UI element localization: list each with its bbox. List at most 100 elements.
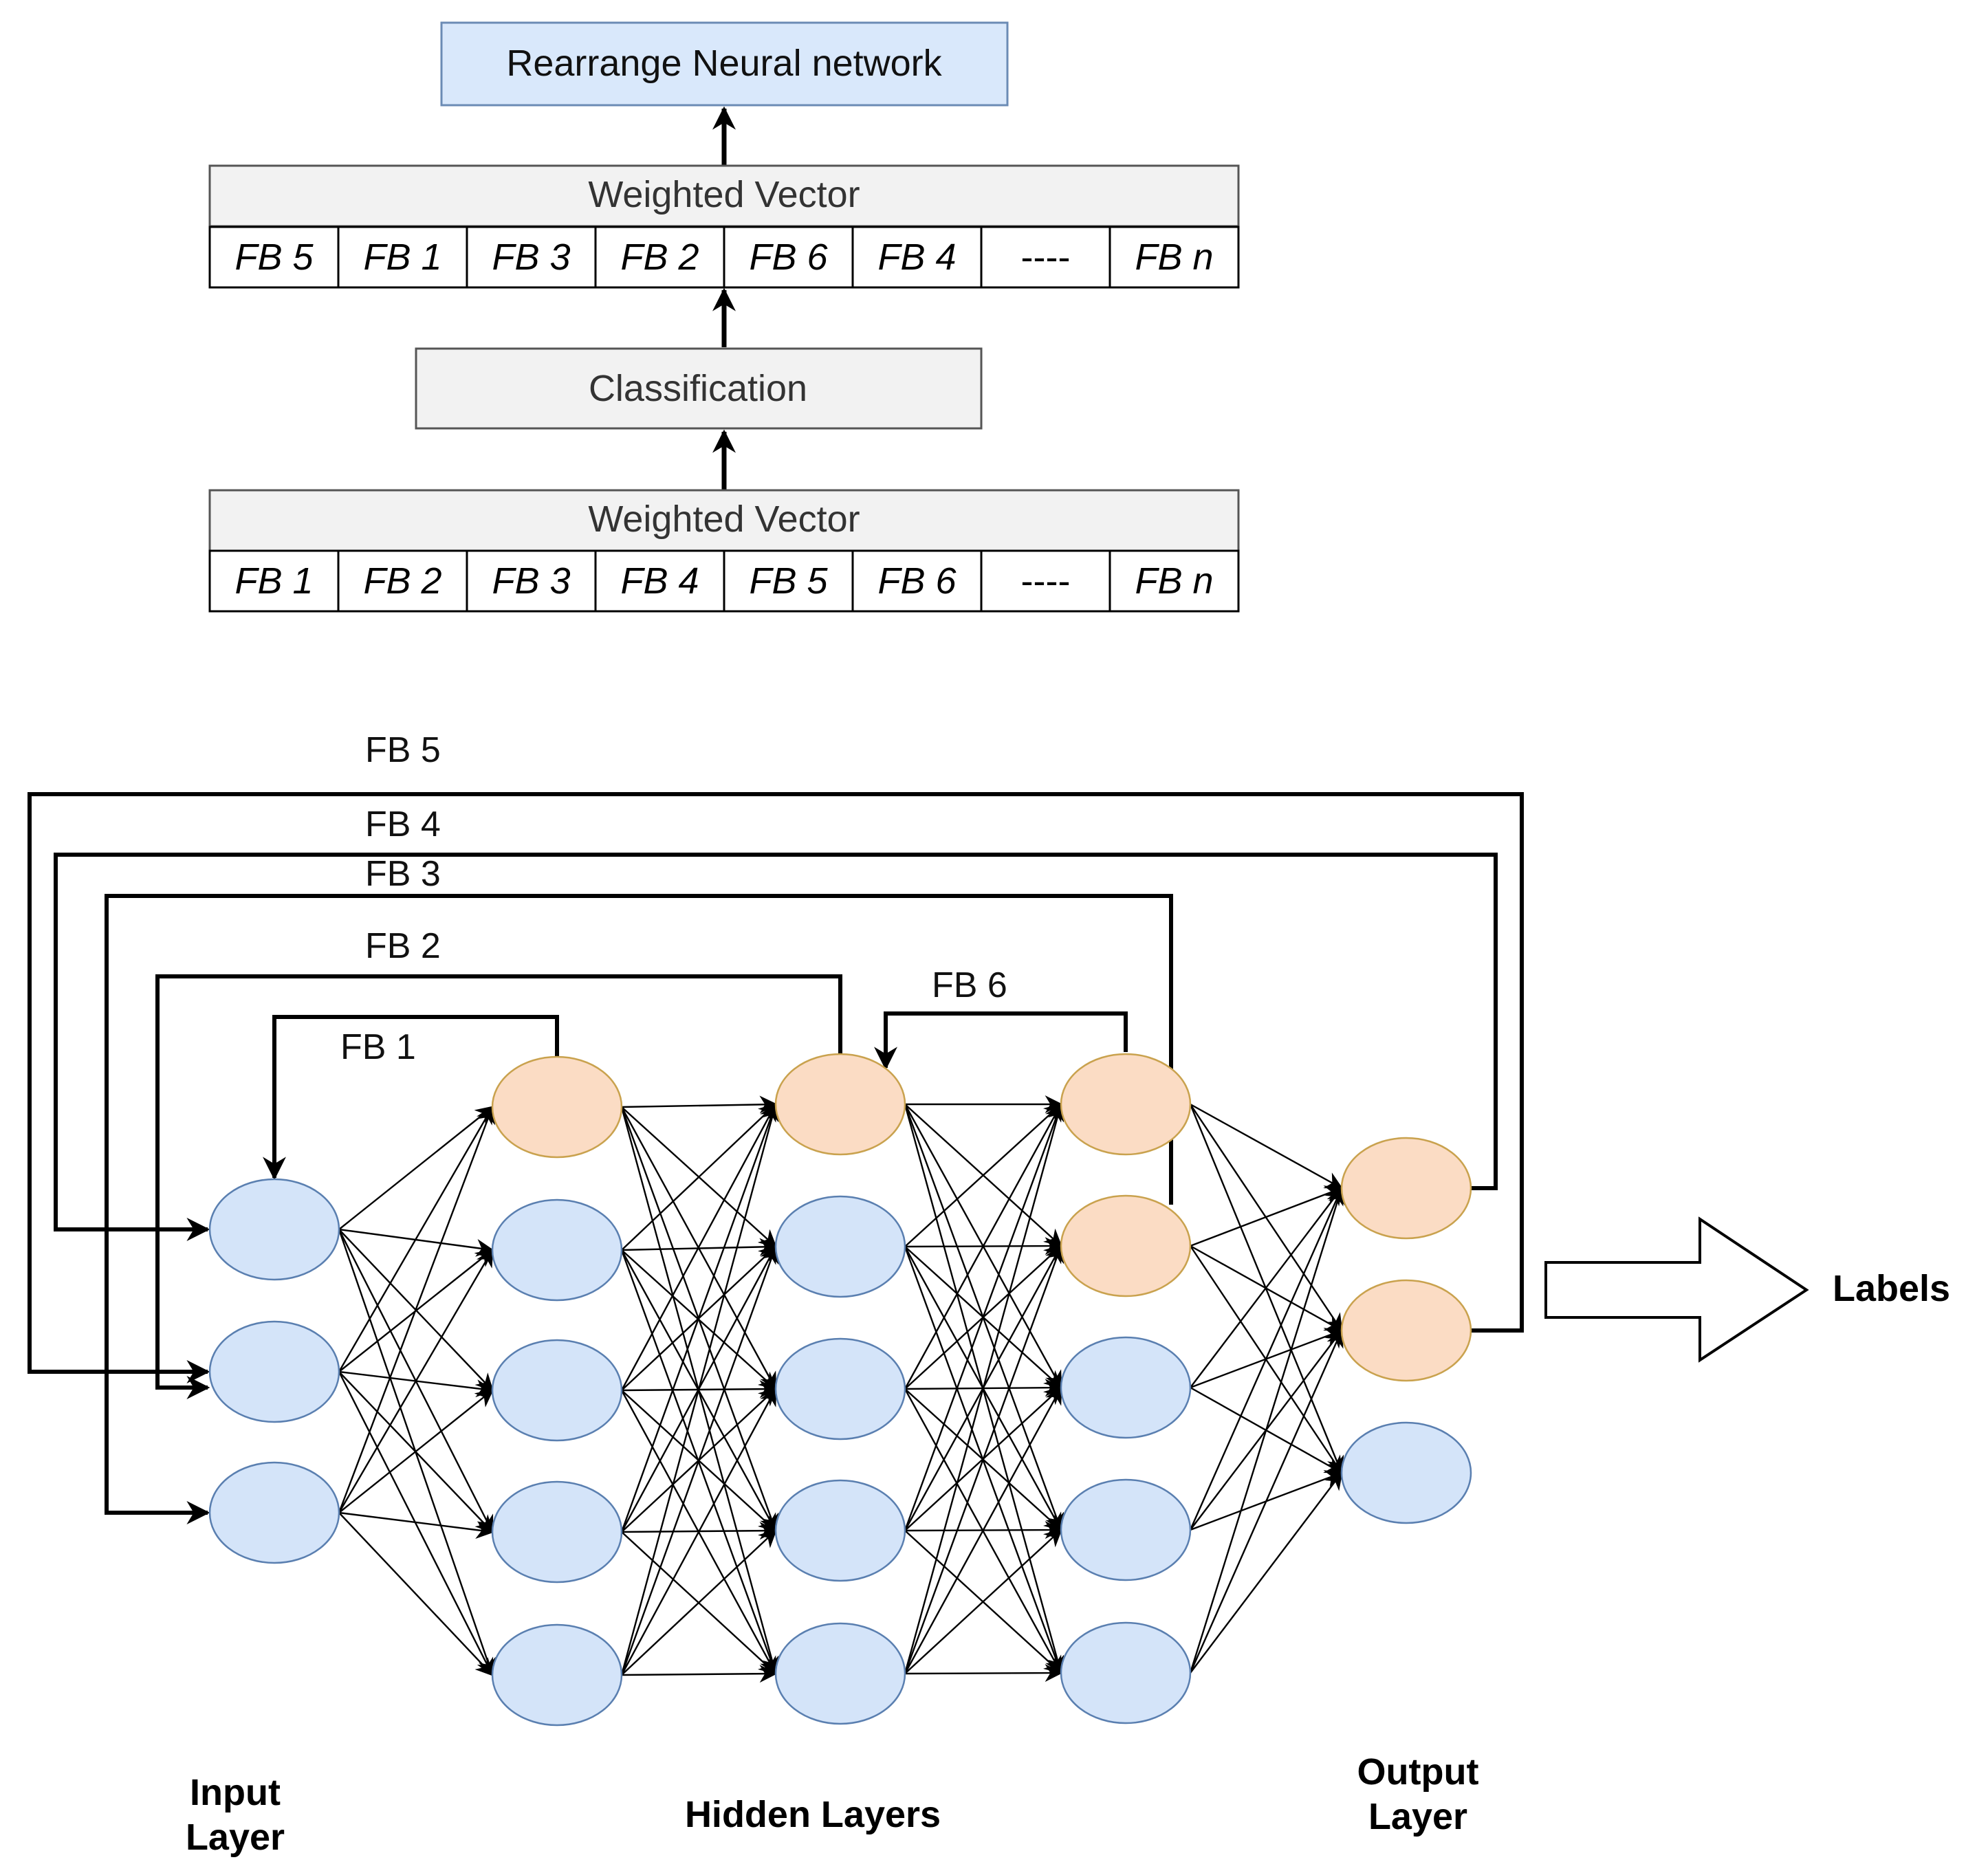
feedback-line-fb3 bbox=[105, 894, 1173, 1524]
feedback-labels: FB 5 FB 4 FB 3 FB 2 FB 1 FB 6 bbox=[340, 730, 1007, 1067]
connection-line bbox=[338, 1389, 494, 1513]
hidden-layers-label: Hidden Layers bbox=[685, 1794, 941, 1835]
hidden3-node-5 bbox=[1060, 1621, 1192, 1724]
connection-line bbox=[338, 1512, 494, 1676]
lower-vector-title: Weighted Vector bbox=[588, 499, 860, 540]
input-node-1 bbox=[208, 1178, 340, 1281]
feedback-label-fb1: FB 1 bbox=[340, 1027, 416, 1067]
feedback-line-fb2 bbox=[155, 974, 842, 1399]
upper-vector-cell-label: FB 2 bbox=[620, 237, 699, 278]
lower-vector-cell-label: FB 3 bbox=[492, 560, 570, 602]
lower-vector-cell bbox=[208, 549, 340, 613]
connection-line bbox=[1190, 1185, 1344, 1247]
feedback-loops bbox=[28, 792, 1524, 1524]
connection-line bbox=[621, 1103, 777, 1251]
upper-vector-cell bbox=[1108, 226, 1240, 289]
upper-vector-cell-label: FB n bbox=[1135, 237, 1213, 278]
lower-vector-cell-label: FB 2 bbox=[363, 560, 441, 602]
connection-line bbox=[338, 1105, 494, 1372]
upper-vector-cell bbox=[208, 226, 340, 289]
hidden2-node-5 bbox=[774, 1622, 906, 1725]
connection-line bbox=[1189, 1328, 1344, 1674]
connection-line bbox=[904, 1385, 1062, 1674]
connection-line bbox=[904, 1103, 1062, 1247]
connection-line bbox=[904, 1102, 1066, 1674]
upper-vector-cell-label: FB 1 bbox=[363, 237, 441, 278]
feedback-line-fb6 bbox=[874, 1011, 1128, 1071]
connection-line bbox=[1190, 1186, 1343, 1388]
connection-line bbox=[621, 1529, 777, 1676]
hidden3-node-3 bbox=[1060, 1336, 1192, 1439]
upper-vector-cell-label: ---- bbox=[1021, 237, 1071, 278]
feedback-line-fb5 bbox=[28, 792, 1524, 1383]
lower-vector-cell-label: ---- bbox=[1021, 560, 1071, 602]
output-layer-label-line1: Output bbox=[1357, 1751, 1479, 1793]
lower-vector-cell bbox=[723, 549, 854, 613]
lower-vector-cell-label: FB n bbox=[1135, 560, 1213, 602]
feedback-label-fb2: FB 2 bbox=[365, 926, 441, 966]
connection-line bbox=[621, 1095, 778, 1114]
hidden1-node-5 bbox=[491, 1623, 623, 1727]
hidden1-node-4 bbox=[491, 1480, 623, 1584]
connection-line bbox=[620, 1102, 777, 1391]
upper-vector-cell-label: FB 6 bbox=[749, 237, 828, 278]
connection-line bbox=[338, 1248, 494, 1513]
connection-line bbox=[338, 1106, 494, 1230]
lower-vector-cell-label: FB 6 bbox=[877, 560, 957, 602]
upper-vector-title-box bbox=[208, 164, 1240, 228]
connection-line bbox=[904, 1244, 1064, 1674]
feedback-label-fb4: FB 4 bbox=[365, 804, 441, 844]
rearrange-box bbox=[440, 21, 1009, 107]
lower-vector-cell-label: FB 4 bbox=[620, 560, 699, 602]
output-labels-text: Labels bbox=[1833, 1268, 1950, 1309]
output-node-2 bbox=[1340, 1279, 1472, 1382]
lower-vector-cell-label: FB 1 bbox=[234, 560, 313, 602]
connection-line bbox=[904, 1102, 1064, 1531]
input-node-2 bbox=[208, 1320, 340, 1423]
connection-line bbox=[904, 1102, 1062, 1390]
network-nodes bbox=[208, 1053, 1472, 1727]
feedback-label-fb3: FB 3 bbox=[365, 854, 441, 894]
connection-line bbox=[1190, 1103, 1344, 1190]
output-node-3 bbox=[1340, 1421, 1472, 1524]
input-node-3 bbox=[208, 1461, 340, 1564]
feedback-line-fb1 bbox=[263, 1015, 559, 1181]
hidden2-node-1 bbox=[774, 1053, 906, 1156]
upper-vector-cell-label: FB 4 bbox=[877, 237, 956, 278]
hidden2-node-2 bbox=[774, 1195, 906, 1298]
lower-vector-cell-label: FB 5 bbox=[749, 560, 828, 602]
connection-line bbox=[620, 1245, 779, 1676]
connection-line bbox=[338, 1371, 494, 1677]
feedback-label-fb6: FB 6 bbox=[932, 965, 1007, 1005]
input-layer-label-line1: Input bbox=[190, 1772, 281, 1813]
classification-label: Classification bbox=[589, 368, 807, 409]
connection-line bbox=[338, 1105, 495, 1513]
layer-labels: Input Layer Hidden Layers Output Layer bbox=[186, 1751, 1479, 1858]
rearrange-label: Rearrange Neural network bbox=[506, 43, 942, 84]
feedback-label-fb5: FB 5 bbox=[365, 730, 441, 770]
hidden2-node-4 bbox=[774, 1479, 906, 1582]
connection-line bbox=[621, 1665, 778, 1683]
input-layer-label-line2: Layer bbox=[186, 1817, 285, 1858]
lower-vector-cell bbox=[594, 549, 725, 613]
lower-vector-cell bbox=[466, 549, 597, 613]
output-layer-label-line2: Layer bbox=[1368, 1796, 1467, 1837]
classification-box bbox=[415, 347, 983, 430]
top-pipeline: Rearrange Neural network Weighted Vector… bbox=[208, 21, 1240, 613]
connection-line bbox=[620, 1387, 777, 1676]
connection-line bbox=[1189, 1186, 1346, 1674]
upper-vector-cell-label: FB 5 bbox=[234, 237, 314, 278]
hidden1-node-3 bbox=[491, 1339, 623, 1442]
hidden3-node-4 bbox=[1060, 1478, 1192, 1581]
connection-line bbox=[1189, 1186, 1344, 1531]
connection-line bbox=[620, 1102, 780, 1676]
output-arrow bbox=[1544, 1216, 1809, 1363]
connection-line bbox=[338, 1511, 494, 1539]
hidden1-node-2 bbox=[491, 1198, 623, 1302]
lower-weighted-vector: Weighted Vector FB 1 FB 2 FB 3 FB 4 FB 5 FB 6… bbox=[208, 489, 1240, 613]
hidden3-node-1 bbox=[1060, 1053, 1192, 1156]
upper-vector-cell-label: FB 3 bbox=[492, 237, 570, 278]
output-node-1 bbox=[1340, 1137, 1472, 1240]
